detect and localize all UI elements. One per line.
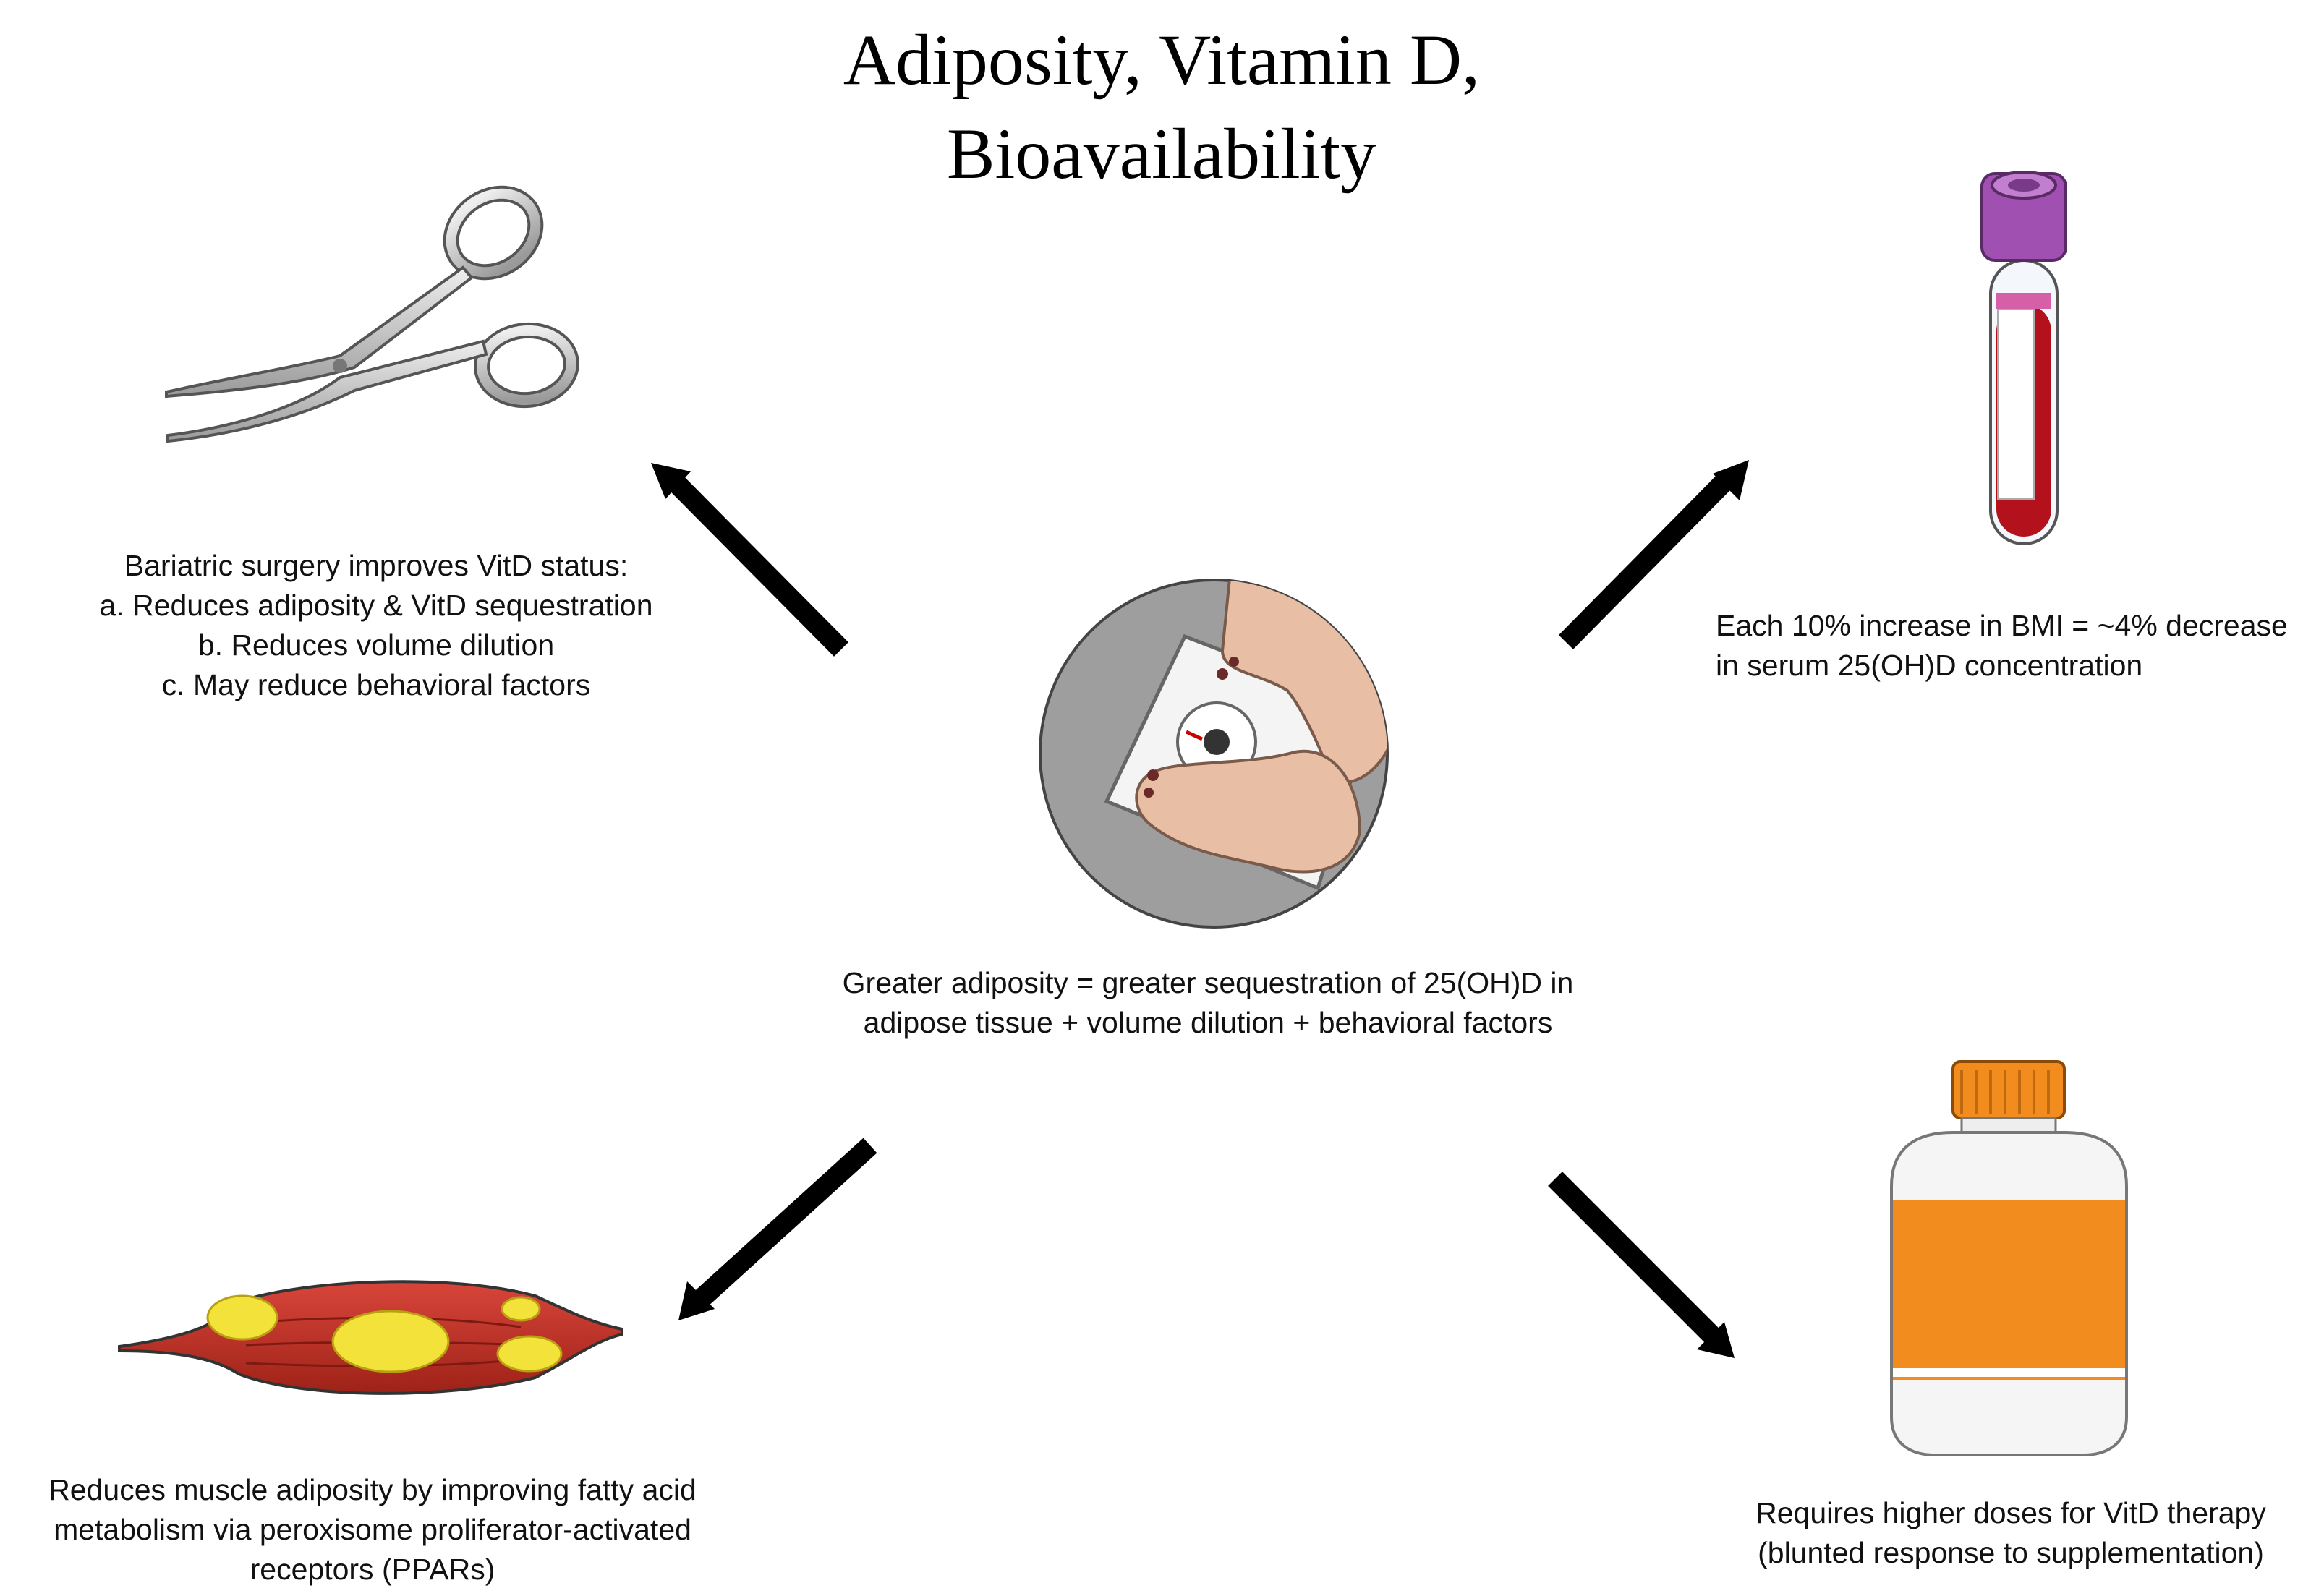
caption-muscle-line-1: Reduces muscle adiposity by improving fa… bbox=[48, 1473, 697, 1506]
caption-dose-line-1: Requires higher doses for VitD therapy bbox=[1755, 1496, 2266, 1529]
caption-surgery-line-2: a. Reduces adiposity & VitD sequestratio… bbox=[99, 589, 653, 622]
muscle-with-fat-deposits-icon bbox=[118, 1280, 623, 1395]
arrow-to-dose bbox=[1548, 1172, 1735, 1358]
arrow-to-surgery bbox=[651, 463, 848, 657]
feet-on-bathroom-scale-icon bbox=[1039, 579, 1389, 929]
caption-bmi-serum: Each 10% increase in BMI = ~4% decrease … bbox=[1716, 606, 2323, 686]
title-line-2: Bioavailability bbox=[946, 114, 1377, 194]
caption-greater-adiposity: Greater adiposity = greater sequestratio… bbox=[723, 963, 1693, 1043]
arrow-to-muscle bbox=[678, 1138, 877, 1320]
supplement-bottle-icon bbox=[1890, 1060, 2128, 1456]
diagram-title: Adiposity, Vitamin D, Bioavailability bbox=[655, 13, 1668, 201]
blood-sample-tube-icon bbox=[1980, 171, 2067, 545]
surgical-scissors-icon bbox=[165, 185, 579, 443]
title-line-1: Adiposity, Vitamin D, bbox=[843, 20, 1481, 100]
caption-surgery-line-1: Bariatric surgery improves VitD status: bbox=[124, 549, 629, 582]
caption-bariatric-surgery: Bariatric surgery improves VitD status: … bbox=[22, 546, 731, 705]
arrow-to-bmi bbox=[1559, 460, 1749, 649]
caption-higher-doses: Requires higher doses for VitD therapy (… bbox=[1707, 1493, 2315, 1573]
caption-muscle-adiposity: Reduces muscle adiposity by improving fa… bbox=[7, 1470, 738, 1589]
caption-muscle-line-3: receptors (PPARs) bbox=[250, 1553, 495, 1586]
caption-bmi-line-2: in serum 25(OH)D concentration bbox=[1716, 649, 2143, 682]
caption-surgery-line-4: c. May reduce behavioral factors bbox=[161, 668, 591, 701]
caption-center-line-2: adipose tissue + volume dilution + behav… bbox=[863, 1006, 1553, 1039]
caption-muscle-line-2: metabolism via peroxisome proliferator-a… bbox=[54, 1513, 691, 1546]
caption-bmi-line-1: Each 10% increase in BMI = ~4% decrease bbox=[1716, 609, 2288, 642]
caption-surgery-line-3: b. Reduces volume dilution bbox=[197, 628, 555, 662]
caption-dose-line-2: (blunted response to supplementation) bbox=[1758, 1536, 2264, 1569]
caption-center-line-1: Greater adiposity = greater sequestratio… bbox=[842, 966, 1574, 999]
